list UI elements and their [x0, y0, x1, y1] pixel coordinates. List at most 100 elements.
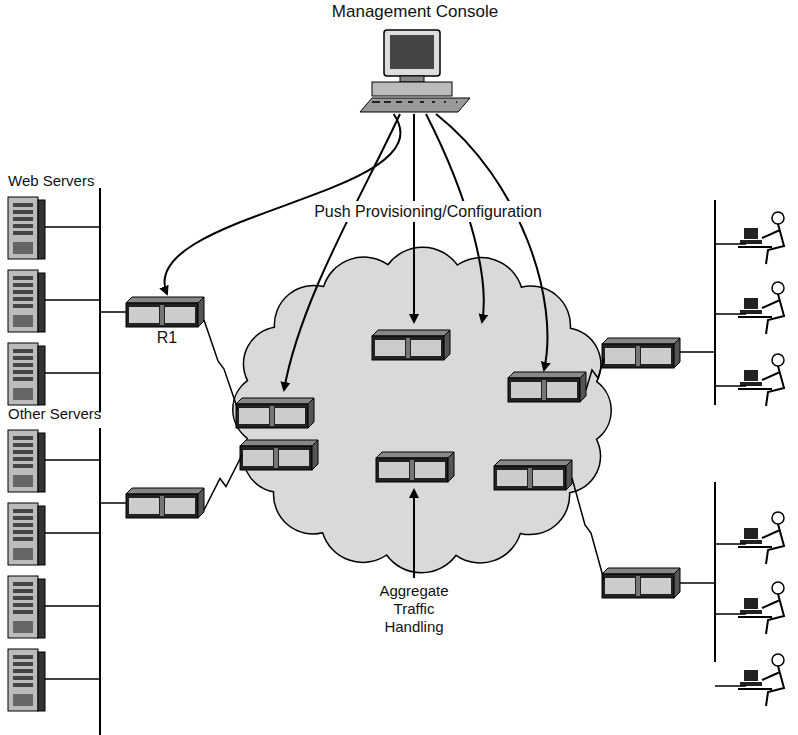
drawing-part — [497, 470, 527, 486]
drawing-part — [641, 578, 671, 594]
drawing-part — [38, 346, 45, 405]
drawing-part — [744, 528, 758, 539]
drawing-part — [8, 343, 38, 405]
router-name: R1 — [118, 328, 216, 347]
drawing-part — [13, 582, 33, 586]
drawing-part — [542, 380, 546, 400]
drawing-part — [236, 398, 314, 404]
drawing-part — [126, 488, 204, 494]
drawing-part — [547, 382, 577, 398]
drawing-part — [408, 101, 413, 103]
server-tower — [8, 649, 45, 711]
drawing-part — [13, 655, 33, 659]
drawing-part — [508, 378, 580, 402]
drawing-part — [680, 351, 715, 353]
drawing-part — [13, 443, 33, 447]
drawing-part — [390, 35, 434, 69]
drawing-part — [100, 502, 126, 504]
drawing-part — [762, 524, 784, 564]
drawing-part — [13, 231, 33, 235]
drawing-part — [45, 678, 100, 680]
drawing-part — [772, 582, 784, 594]
drawing-part — [129, 498, 159, 514]
drawing-part — [45, 459, 100, 461]
serial-link — [572, 478, 604, 580]
user-workstation — [738, 354, 784, 406]
drawing-part — [8, 197, 38, 259]
drawing-part — [715, 243, 746, 245]
drawing-part — [129, 307, 159, 323]
drawing-part — [13, 297, 33, 301]
drawing-part — [744, 228, 758, 239]
lan-bus — [714, 200, 716, 405]
drawing-part — [376, 458, 448, 482]
drawing-part — [641, 348, 671, 364]
drawing-part — [100, 311, 126, 313]
drawing-part — [13, 464, 33, 468]
drawing-part — [13, 669, 33, 673]
drawing-part — [13, 224, 33, 228]
lan-bus — [714, 482, 716, 662]
user-workstation — [738, 212, 784, 264]
drawing-part — [738, 546, 772, 548]
server-tower — [8, 197, 45, 259]
drawing-part — [528, 468, 532, 488]
drawing-part — [13, 203, 33, 207]
drawing-part — [602, 568, 680, 574]
drawing-part — [312, 440, 318, 470]
drawing-part — [384, 101, 391, 103]
drawing-part — [13, 530, 33, 534]
drawing-part — [13, 210, 33, 214]
drawing-part — [8, 430, 38, 492]
drawing-part — [8, 270, 38, 332]
drawing-part — [13, 450, 33, 454]
drawing-part — [274, 448, 278, 468]
drawing-part — [13, 290, 33, 294]
router-icon — [494, 460, 572, 490]
server-tower — [8, 270, 45, 332]
drawing-part — [674, 568, 680, 598]
drawing-part — [13, 363, 33, 367]
drawing-part — [375, 340, 405, 356]
drawing-part — [13, 523, 33, 527]
router-icon — [126, 297, 204, 327]
drawing-part — [772, 282, 784, 294]
group-label: Web Servers — [8, 172, 128, 190]
drawing-part — [38, 506, 45, 565]
drawing-part — [13, 694, 33, 706]
drawing-part — [279, 450, 309, 466]
drawing-part — [411, 340, 441, 356]
drawing-part — [680, 582, 715, 584]
serial-link — [204, 455, 242, 510]
drawing-part — [38, 652, 45, 711]
drawing-part — [762, 366, 784, 406]
drawing-part — [715, 613, 746, 615]
drawing-part — [13, 217, 33, 221]
drawing-part — [772, 354, 784, 366]
drawing-part — [376, 452, 454, 458]
drawing-part — [372, 336, 444, 360]
drawing-part — [636, 576, 640, 596]
drawing-part — [636, 346, 640, 366]
drawing-part — [239, 408, 269, 424]
drawing-part — [415, 462, 445, 478]
drawing-part — [406, 338, 410, 358]
drawing-part — [13, 610, 33, 614]
drawing-part — [275, 408, 305, 424]
drawing-part — [13, 603, 33, 607]
drawing-part — [602, 338, 680, 344]
drawing-part — [738, 688, 772, 690]
drawing-part — [605, 348, 635, 364]
drawing-part — [566, 460, 572, 490]
drawing-part — [396, 101, 402, 103]
drawing-part — [270, 406, 274, 426]
drawing-part — [13, 349, 33, 353]
drawing-part — [38, 579, 45, 638]
drawing-part — [738, 616, 772, 618]
drawing-part — [13, 676, 33, 680]
server-tower — [8, 503, 45, 565]
push-arrow — [436, 114, 547, 370]
drawing-part — [738, 388, 772, 390]
drawing-part — [240, 440, 318, 446]
drawing-part — [444, 101, 446, 103]
